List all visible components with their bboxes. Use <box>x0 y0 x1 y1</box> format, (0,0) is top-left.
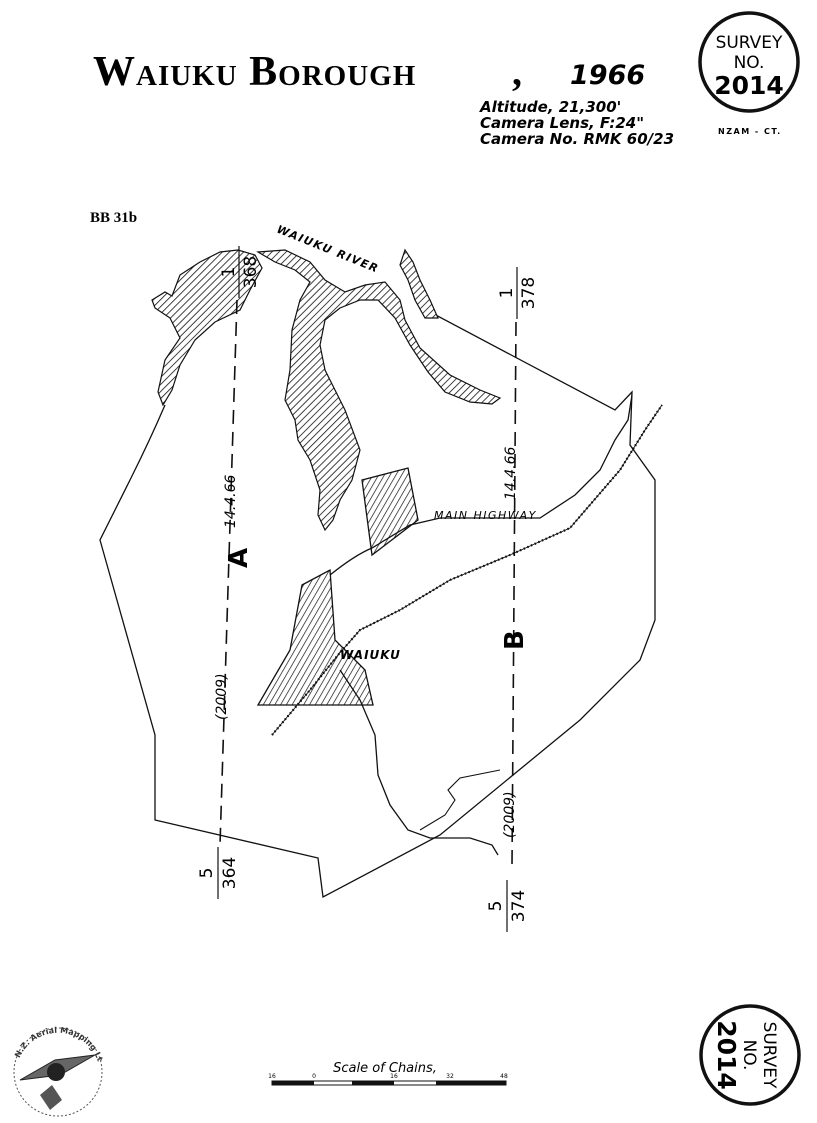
flight-b-label: B <box>500 630 530 650</box>
title-comma: , <box>512 49 522 94</box>
road-east-branch <box>419 769 501 831</box>
flight-a-label: A <box>224 548 254 568</box>
scale-tick-3: 32 <box>446 1073 454 1080</box>
flight-b-top-denominator: 378 <box>519 277 539 309</box>
stamp-label-survey-rotated: Survey <box>759 1022 779 1089</box>
flight-b-bottom-denominator: 374 <box>509 890 529 922</box>
main-highway <box>329 394 633 576</box>
scale-tick-2: 16 <box>390 1073 398 1080</box>
stamp-label-survey: Survey <box>716 33 783 53</box>
flight-a-top-denominator: 368 <box>241 256 261 288</box>
road-south <box>339 669 499 856</box>
flight-b-date: 14.4.66 <box>503 446 519 500</box>
stamp-label-no: No. <box>734 53 765 73</box>
flight-line-b-top-ref: 1 378 <box>497 267 539 319</box>
flight-b-ref: (2009) <box>502 791 518 838</box>
town-label: Waiuku <box>340 648 401 662</box>
survey-stamp-top: Survey No. 2014 <box>698 11 800 113</box>
stamp-number-rotated: 2014 <box>712 1020 741 1090</box>
flight-line-a-bottom-ref: 5 364 <box>197 847 240 899</box>
river-west-arm <box>151 249 263 407</box>
map-year: 1966 <box>570 60 645 91</box>
camera-icon <box>47 1063 65 1081</box>
flight-line-b-bottom-ref: 5 374 <box>486 880 529 932</box>
survey-stamp-bottom: Survey No. 2014 <box>699 1004 801 1106</box>
flight-line-a-top-ref: 1 368 <box>219 246 261 298</box>
scale-tick-0: 16 <box>268 1073 276 1080</box>
sheet-reference: BB 31b <box>90 210 137 226</box>
river-main-channel <box>256 249 502 532</box>
railway-line-base <box>271 404 663 736</box>
built-area-north <box>361 467 419 557</box>
scale-tick-4: 48 <box>500 1073 508 1080</box>
camera-lens-text: Camera Lens, F:24" <box>480 114 644 132</box>
river-east-arm <box>399 248 439 319</box>
stamp-label-no-rotated: No. <box>739 1040 759 1071</box>
credit-text: NZAM - CT. <box>718 127 782 136</box>
altitude-text: Altitude, 21,300' <box>479 98 621 116</box>
flight-a-top-numerator: 1 <box>219 267 239 278</box>
borough-boundary <box>99 299 656 899</box>
map-title: Waiuku Borough <box>93 49 416 95</box>
logo-text: N.Z. Aerial Mapping Ltd. <box>0 0 105 1063</box>
built-area-town <box>256 568 374 706</box>
flight-b-bottom-numerator: 5 <box>486 901 506 912</box>
aerial-mapping-logo: N.Z. Aerial Mapping Ltd. <box>0 0 105 1117</box>
flight-b-top-numerator: 1 <box>497 288 517 299</box>
camera-number-text: Camera No. RMK 60/23 <box>480 130 674 148</box>
scale-tick-1: 0 <box>312 1073 316 1080</box>
flight-a-bottom-denominator: 364 <box>220 857 240 889</box>
highway-label: Main Highway <box>434 509 537 522</box>
nz-outline-icon <box>40 1085 62 1110</box>
flight-a-ref: (2009) <box>214 673 230 720</box>
scale-bar: Scale of Chains, 16 0 16 32 48 <box>268 1061 508 1086</box>
scale-caption: Scale of Chains, <box>333 1061 437 1076</box>
flight-a-bottom-numerator: 5 <box>197 868 217 879</box>
flight-a-date: 14.4.66 <box>223 474 239 528</box>
stamp-number: 2014 <box>714 71 784 100</box>
flight-line-a <box>219 299 238 846</box>
flight-line-b <box>511 321 517 866</box>
